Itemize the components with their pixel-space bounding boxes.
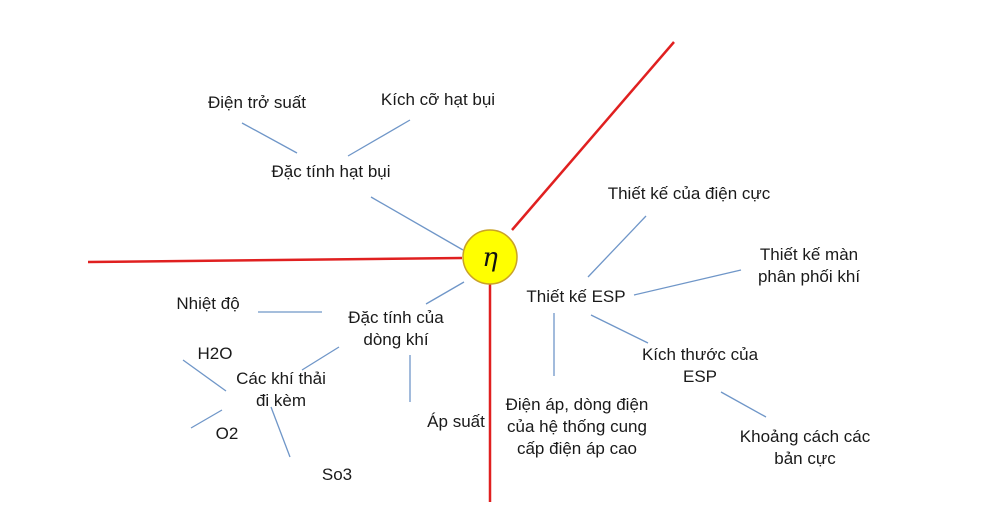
label-nhiet-do: Nhiệt độ [176,294,240,313]
label-h2o: H2O [197,344,233,363]
label-dac-tinh-dong-khi: Đặc tính của dòng khí [348,308,444,349]
label-thiet-ke-dien-cuc: Thiết kế của điện cực [607,184,771,203]
axis-line-upper-right [511,41,675,231]
connector-so3 [270,406,291,458]
connector-dac-tinh-dong-khi [425,281,465,305]
center-symbol: η [482,243,498,273]
label-kich-co-hat-bui: Kích cỡ hạt bụi [380,90,496,109]
connector-h2o [182,359,227,392]
label-thiet-ke-esp: Thiết kế ESP [526,287,626,306]
label-so3: So3 [321,465,353,484]
label-dien-tro-suat: Điện trở suất [207,93,307,112]
connector-o2 [190,409,223,429]
label-cac-khi-thai: Các khí thải đi kèm [236,369,326,410]
label-o2: O2 [215,424,239,443]
axis-line-left [87,256,463,264]
connector-khoang-cach [720,391,767,418]
connector-thiet-ke-dien-cuc [587,215,647,278]
label-ap-suat: Áp suất [427,412,485,431]
connector-kich-co [347,119,411,157]
label-dac-tinh-hat-bui: Đặc tính hạt bụi [271,162,391,181]
connector-dac-tinh-hat-bui [370,196,464,251]
label-dien-ap: Điện áp, dòng điện của hệ thống cung cấp… [505,395,649,458]
connector-cac-khi-thai [301,346,340,371]
label-thiet-ke-man: Thiết kế màn phân phối khí [757,245,861,286]
connector-dien-tro-suat [241,122,298,154]
connector-thiet-ke-man [633,269,742,296]
label-kich-thuoc-esp: Kích thước của ESP [641,345,759,386]
center-node [462,229,518,285]
label-khoang-cach: Khoảng cách các bản cực [739,427,871,468]
connector-kich-thuoc [590,314,649,344]
